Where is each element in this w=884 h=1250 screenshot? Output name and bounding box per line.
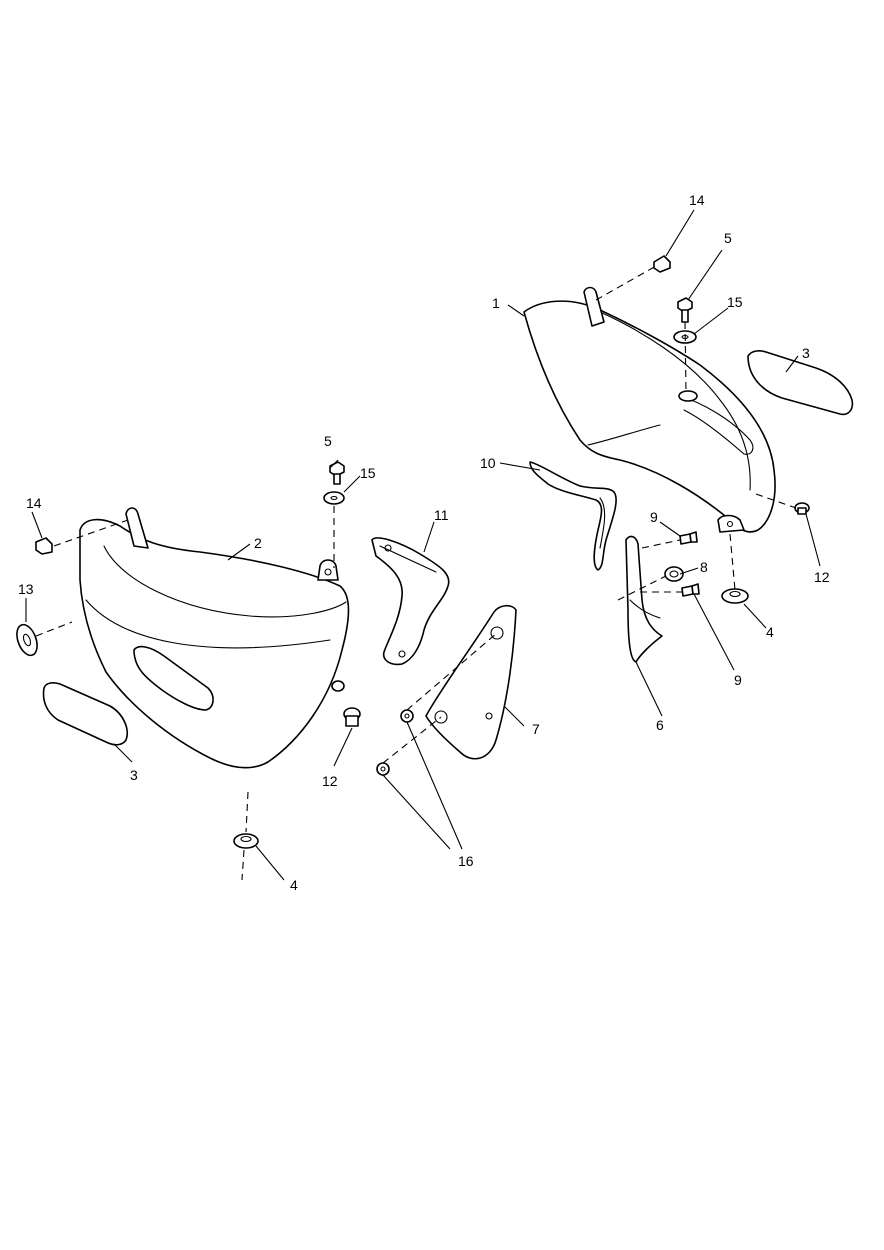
callout-7: 7 bbox=[532, 721, 540, 737]
callout-4-right: 4 bbox=[766, 624, 774, 640]
part-4-left-grommet bbox=[233, 833, 259, 849]
part-16-screw-lower bbox=[376, 762, 390, 776]
callout-11: 11 bbox=[434, 507, 449, 523]
part-6-trim bbox=[625, 535, 663, 663]
callout-10: 10 bbox=[480, 455, 496, 471]
callout-9-upper: 9 bbox=[650, 509, 658, 525]
part-11-bracket bbox=[371, 537, 450, 666]
callout-2: 2 bbox=[254, 535, 262, 551]
callout-9-lower: 9 bbox=[734, 672, 742, 688]
callout-16: 16 bbox=[458, 853, 474, 869]
callout-6: 6 bbox=[656, 717, 664, 733]
callout-3-left: 3 bbox=[130, 767, 138, 783]
callout-labels: 1 14 5 15 3 10 9 8 9 6 4 12 2 11 7 16 5 … bbox=[18, 192, 830, 893]
part-8-grommet bbox=[664, 566, 684, 582]
callout-3-right: 3 bbox=[802, 345, 810, 361]
part-16-screw-upper bbox=[400, 709, 414, 723]
alignment-lines bbox=[35, 265, 797, 881]
part-3-left-badge bbox=[42, 682, 128, 746]
part-4-right-grommet bbox=[721, 588, 749, 604]
callout-8: 8 bbox=[700, 559, 708, 575]
leader-lines bbox=[25, 209, 821, 881]
callout-12-left: 12 bbox=[322, 773, 338, 789]
part-7-cover-plate bbox=[425, 604, 517, 760]
part-1-right-side-panel bbox=[523, 286, 776, 533]
callout-5-right: 5 bbox=[724, 230, 732, 246]
callout-12-right: 12 bbox=[814, 569, 830, 585]
part-9-screw-lower bbox=[681, 583, 700, 597]
part-2-left-side-panel bbox=[79, 507, 350, 769]
callout-14-left: 14 bbox=[26, 495, 42, 511]
part-9-screw-upper bbox=[679, 531, 698, 545]
callout-13: 13 bbox=[18, 581, 34, 597]
part-12-left-screw bbox=[343, 707, 361, 727]
callout-14-right: 14 bbox=[689, 192, 705, 208]
part-15-left-washer bbox=[323, 491, 345, 505]
part-14-right-bolt bbox=[653, 255, 671, 273]
part-5-left-bolt bbox=[329, 461, 345, 485]
callout-1: 1 bbox=[492, 295, 500, 311]
callout-4-left: 4 bbox=[290, 877, 298, 893]
part-10-bracket bbox=[529, 461, 617, 571]
callout-15-right: 15 bbox=[727, 294, 743, 310]
callout-15-left: 15 bbox=[360, 465, 376, 481]
callout-5-left: 5 bbox=[324, 433, 332, 449]
part-5-right-bolt bbox=[677, 297, 693, 323]
part-14-left-bolt bbox=[35, 537, 53, 555]
part-13-washer bbox=[16, 623, 38, 657]
part-3-right-badge bbox=[747, 350, 854, 416]
part-12-right-screw bbox=[794, 502, 810, 515]
